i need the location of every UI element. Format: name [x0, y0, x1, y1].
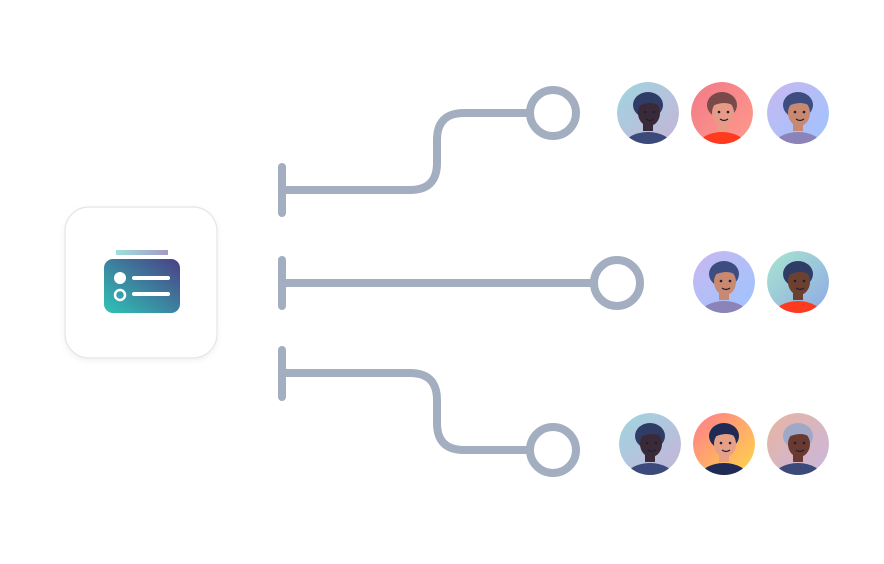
avatar[interactable]	[767, 251, 829, 329]
avatar-group	[693, 251, 829, 329]
connector-bottom	[278, 346, 580, 477]
connector-top	[278, 86, 580, 217]
connector-middle	[278, 256, 644, 310]
avatar-group	[617, 82, 829, 160]
connector-endpoint-middle	[590, 256, 644, 310]
list-card-icon	[104, 250, 180, 313]
avatar-group	[619, 413, 829, 491]
avatar[interactable]	[693, 251, 755, 329]
avatar[interactable]	[767, 413, 829, 491]
connector-endpoint-top	[526, 86, 580, 140]
avatar[interactable]	[617, 82, 679, 160]
avatar[interactable]	[691, 82, 753, 160]
avatar[interactable]	[767, 82, 829, 160]
avatar[interactable]	[619, 413, 681, 491]
avatar[interactable]	[693, 413, 755, 491]
avatar-groups	[617, 82, 829, 491]
connector-endpoint-bottom	[526, 423, 580, 477]
app-card[interactable]	[64, 206, 218, 359]
